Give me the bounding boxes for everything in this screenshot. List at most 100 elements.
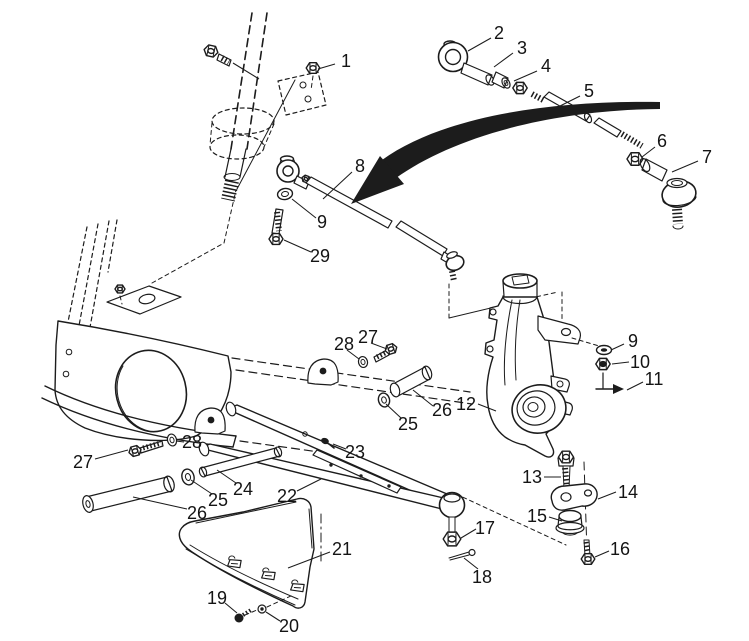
plate-14 xyxy=(550,483,598,511)
sleeve-26-left xyxy=(82,475,175,513)
tie-rod-shaft-1 xyxy=(305,176,393,229)
callout-label: 10 xyxy=(630,352,650,372)
callout-label: 2 xyxy=(494,23,504,43)
handlebar-clamp-lower xyxy=(209,134,265,160)
leader-line xyxy=(322,171,353,200)
callout-9-8: 9 xyxy=(291,198,327,232)
caliper-tab-upper xyxy=(550,375,570,393)
leader-line xyxy=(287,551,331,569)
callout-label: 19 xyxy=(207,588,227,608)
callout-label: 22 xyxy=(277,486,297,506)
callout-label: 17 xyxy=(475,518,495,538)
callout-label: 25 xyxy=(398,414,418,434)
knuckle-hardware xyxy=(550,337,624,565)
headlight-pod xyxy=(54,320,232,442)
assembly-axis-line xyxy=(583,461,588,553)
leader-line xyxy=(296,478,322,492)
callout-27-30: 27 xyxy=(73,449,129,472)
callout-label: 16 xyxy=(610,539,630,559)
callout-16-17: 16 xyxy=(594,539,630,559)
callout-label: 6 xyxy=(657,131,667,151)
collar-3 xyxy=(491,71,511,89)
callout-label: 26 xyxy=(187,503,207,523)
washer-20 xyxy=(257,604,267,614)
nut-10 xyxy=(595,357,611,371)
leader-line xyxy=(513,70,538,82)
callout-28-33: 28 xyxy=(334,334,360,360)
callout-12-13: 12 xyxy=(456,394,497,414)
leader-line xyxy=(671,160,699,173)
callout-1-0: 1 xyxy=(317,51,351,71)
cotter-pin-18 xyxy=(448,548,476,561)
assembly-direction-arrow xyxy=(351,101,660,204)
leader-line xyxy=(224,602,238,614)
a-arm-assembly xyxy=(82,342,567,561)
leader-line xyxy=(477,403,497,412)
tie-rod-shaft-2 xyxy=(395,220,448,257)
bolt-16 xyxy=(580,539,596,565)
callout-19-20: 19 xyxy=(207,588,238,614)
callout-24-25: 24 xyxy=(216,469,253,499)
callout-10-11: 10 xyxy=(611,352,650,372)
callout-9-10: 9 xyxy=(610,331,638,351)
callout-25-26: 25 xyxy=(190,479,228,510)
steering-column xyxy=(202,12,327,202)
callout-11-12: 11 xyxy=(626,369,663,391)
leader-line xyxy=(611,361,630,365)
leader-line xyxy=(610,343,625,351)
frame-top-plate xyxy=(106,284,182,315)
leader-line xyxy=(641,146,656,158)
steering-knuckle xyxy=(484,273,582,458)
callout-3-2: 3 xyxy=(493,38,527,68)
callout-label: 1 xyxy=(341,51,351,71)
callout-label: 9 xyxy=(628,331,638,351)
callout-label: 9 xyxy=(317,212,327,232)
tie-rod-assembly xyxy=(268,155,563,323)
callout-label: 4 xyxy=(541,56,551,76)
leader-line xyxy=(467,37,492,52)
leader-line xyxy=(346,349,360,360)
plate-nut xyxy=(114,284,126,294)
callout-27-32: 27 xyxy=(358,327,388,350)
callout-label: 29 xyxy=(310,246,330,266)
jam-nut-4 xyxy=(512,81,528,95)
callout-28-31: 28 xyxy=(175,432,202,452)
column-splined-tip xyxy=(221,179,239,202)
frame-tubes-phantom xyxy=(66,189,237,334)
frame-rail xyxy=(41,357,473,457)
leader-line xyxy=(463,557,479,570)
callout-label: 5 xyxy=(584,81,594,101)
callout-label: 23 xyxy=(345,442,365,462)
callout-label: 26 xyxy=(432,400,452,420)
tie-rod-outer-stud xyxy=(445,251,465,282)
callout-26-29: 26 xyxy=(412,389,452,420)
callout-label: 12 xyxy=(456,394,476,414)
callout-25-28: 25 xyxy=(385,403,418,434)
washer-9-right xyxy=(595,344,613,356)
guard-plate xyxy=(178,497,322,623)
callout-14-15: 14 xyxy=(597,482,638,502)
flange-nut-1 xyxy=(305,62,321,91)
washer-28-left xyxy=(166,433,178,447)
callout-22-23: 22 xyxy=(277,478,322,506)
leader-line xyxy=(460,528,477,539)
leader-line xyxy=(493,52,514,68)
leader-line xyxy=(626,381,644,391)
castle-nut-17 xyxy=(442,531,462,547)
washer-28-right xyxy=(357,355,369,369)
callout-26-27: 26 xyxy=(132,496,207,523)
leader-line xyxy=(216,469,237,484)
bolt-29 xyxy=(268,208,284,245)
callout-label: 15 xyxy=(527,506,547,526)
callout-label: 14 xyxy=(618,482,638,502)
leader-line xyxy=(317,63,336,70)
frame xyxy=(41,189,473,457)
callout-label: 28 xyxy=(182,432,202,452)
torque-direction-arrow-11 xyxy=(595,372,624,394)
leader-line xyxy=(175,440,185,443)
steering-arm xyxy=(537,315,582,345)
callout-label: 28 xyxy=(334,334,354,354)
callout-5-4: 5 xyxy=(555,81,594,109)
